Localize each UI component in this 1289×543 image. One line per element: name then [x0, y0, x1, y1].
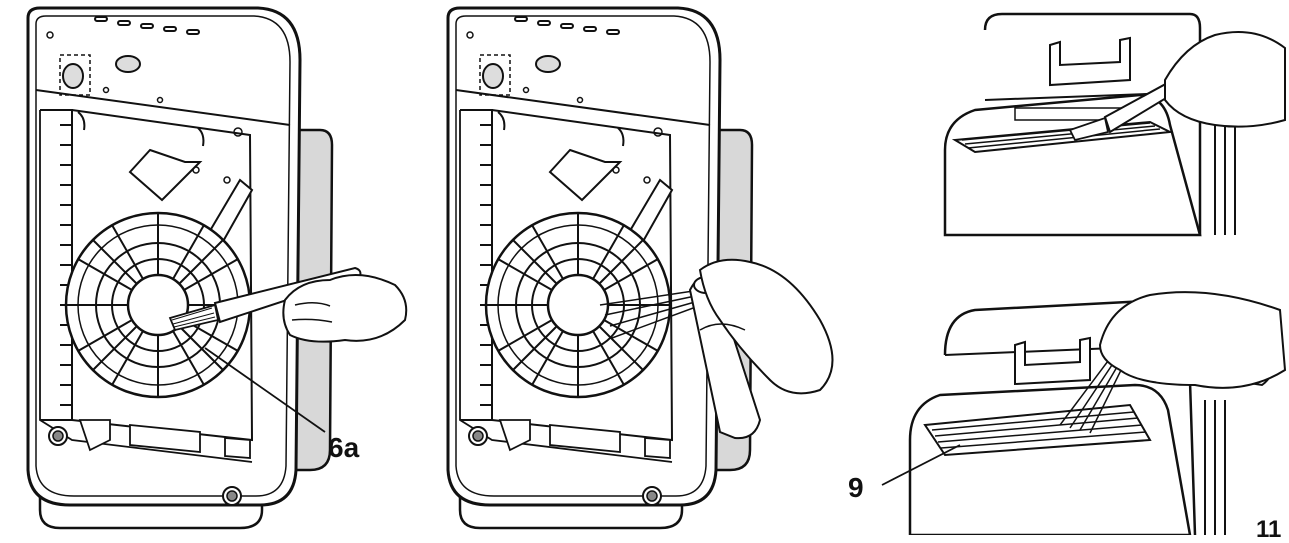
purifier-fan-brush-illustration: [28, 8, 408, 528]
callout-label-fan-grille: 6a: [328, 432, 360, 463]
callout-label-vent-grille: 9: [848, 472, 864, 503]
vent-brush-illustration: [943, 12, 1286, 237]
vent-spray-illustration: [881, 291, 1287, 535]
page-number: 11: [1256, 516, 1282, 543]
purifier-fan-spray-illustration: [448, 8, 834, 528]
